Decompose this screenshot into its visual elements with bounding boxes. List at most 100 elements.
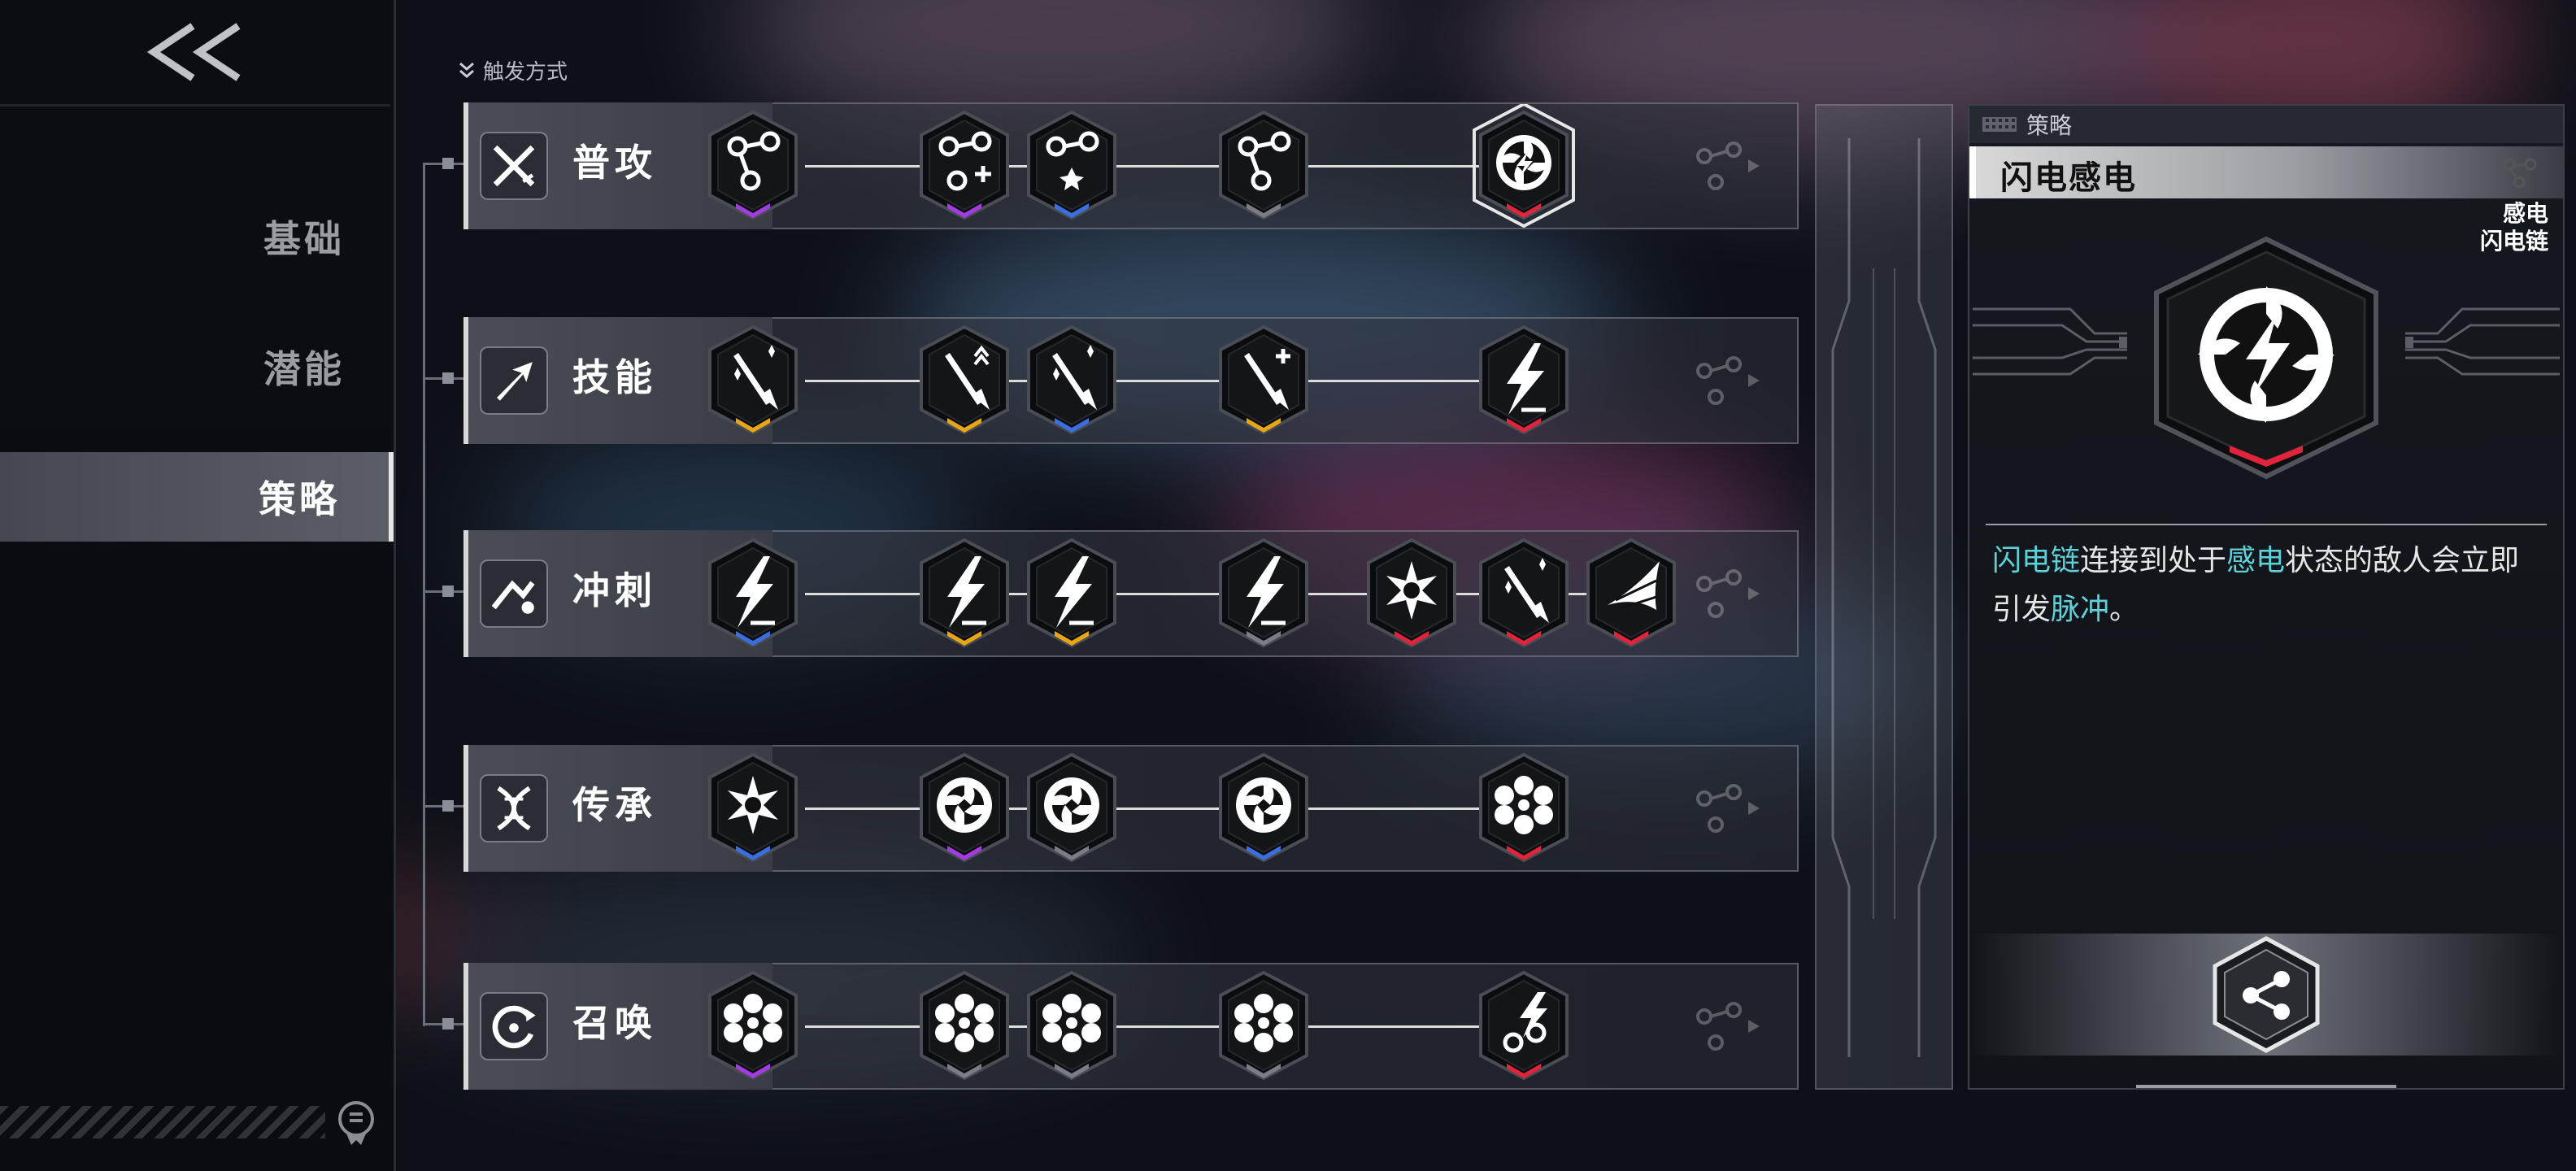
skill-node-flower-icon[interactable] xyxy=(1019,964,1125,1088)
tag-shock: 感电 xyxy=(2502,200,2548,227)
skill-node-flower-icon[interactable] xyxy=(1211,964,1316,1088)
center-divider-panel xyxy=(1815,104,1953,1090)
share-icon xyxy=(2243,971,2290,1020)
sidebar-item-potential[interactable]: 潜能 xyxy=(0,322,394,411)
skill-path-line xyxy=(805,1025,1545,1028)
skill-node-spear-up-icon[interactable] xyxy=(912,319,1017,442)
skill-row-5: 召唤 xyxy=(463,963,1799,1090)
skill-row-2: 技能 xyxy=(463,317,1799,444)
skill-node-swirl-icon[interactable] xyxy=(1019,747,1125,870)
sidebar: 基础 潜能 策略 xyxy=(0,0,396,1171)
divider xyxy=(2136,1085,2396,1088)
panel-header-title: 策略 xyxy=(2026,112,2073,139)
sidebar-item-label: 基础 xyxy=(263,217,345,261)
skill-node-flower-icon[interactable] xyxy=(1471,747,1577,870)
description-text: 状态的敌人会立即引发 xyxy=(1992,544,2520,626)
crossed-swords-icon xyxy=(480,132,548,200)
skill-tags: 感电 闪电链 xyxy=(2480,200,2548,255)
dash-runner-icon xyxy=(480,559,548,628)
skill-node-chain-icon[interactable] xyxy=(700,104,806,228)
panel-header: 策略 xyxy=(1969,106,2563,143)
row-category-label: 传承 xyxy=(572,783,657,827)
summon-circle-icon xyxy=(480,992,548,1060)
skill-node-bolt-icon[interactable] xyxy=(1019,532,1125,655)
skill-title-bar: 闪电感电 xyxy=(1969,146,2563,198)
skill-node-bolt-icon[interactable] xyxy=(1211,532,1316,655)
skill-path-line xyxy=(805,380,1545,382)
skill-node-wing-icon[interactable] xyxy=(1578,532,1684,655)
detail-panel: 策略 闪电感电 感电 闪电链 xyxy=(1968,104,2565,1090)
skill-node-bolt-icon[interactable] xyxy=(912,532,1017,655)
decorative-hatch xyxy=(0,1106,325,1138)
sidebar-item-strategy[interactable]: 策略 xyxy=(0,452,394,542)
share-button[interactable] xyxy=(2205,934,2327,1056)
tag-lightning-chain: 闪电链 xyxy=(2479,228,2548,255)
circuit-decoration-left xyxy=(1973,307,2127,376)
chain-node-icon xyxy=(2503,158,2537,189)
row-category-tab[interactable]: 冲刺 xyxy=(463,530,772,657)
row-category-label: 普攻 xyxy=(572,141,657,185)
divider xyxy=(1986,524,2547,525)
skill-node-swirl-icon[interactable] xyxy=(1211,747,1316,870)
skill-path-line xyxy=(805,165,1545,168)
skill-title: 闪电感电 xyxy=(2000,159,2137,197)
skill-path-line xyxy=(805,808,1545,810)
skill-node-chain-plus-icon[interactable] xyxy=(912,104,1017,228)
share-area xyxy=(1969,934,2563,1056)
circuit-decoration xyxy=(1831,138,1937,1057)
double-chevron-left-icon xyxy=(146,23,241,81)
divider xyxy=(0,104,390,107)
row-category-label: 召唤 xyxy=(572,1001,657,1045)
checker-icon xyxy=(1982,117,2017,132)
trigger-method-label: 触发方式 xyxy=(459,55,568,85)
skill-node-flower-icon[interactable] xyxy=(700,964,806,1088)
connector-line xyxy=(423,163,425,1026)
skill-row-4: 传承 xyxy=(463,745,1799,872)
connector-node xyxy=(442,586,454,597)
skill-node-burst-icon[interactable] xyxy=(1359,532,1464,655)
skill-node-shock-bolt-icon[interactable] xyxy=(1471,964,1577,1088)
connector-node xyxy=(442,800,454,812)
sidebar-item-basic[interactable]: 基础 xyxy=(0,192,394,281)
skill-row-1: 普攻 xyxy=(463,102,1799,229)
skill-node-flower-icon[interactable] xyxy=(912,964,1017,1088)
medal-icon xyxy=(338,1101,374,1145)
trigger-method-text: 触发方式 xyxy=(483,60,568,85)
locked-node-icon xyxy=(1696,356,1760,405)
skill-node-spear-icon[interactable] xyxy=(700,319,806,442)
description-text: 连接到处于 xyxy=(2080,544,2227,577)
keyword-shock: 感电 xyxy=(2226,544,2286,577)
skill-row-3: 冲刺 xyxy=(463,530,1799,657)
locked-node-icon xyxy=(1696,1002,1760,1051)
skill-node-shock-icon[interactable] xyxy=(1471,104,1577,228)
row-category-label: 冲刺 xyxy=(572,568,657,612)
sidebar-item-label: 潜能 xyxy=(263,347,345,391)
double-chevron-down-icon xyxy=(459,62,474,78)
skill-node-spear-plus-icon[interactable] xyxy=(1211,319,1316,442)
skill-node-spear-icon[interactable] xyxy=(1019,319,1125,442)
connector-node xyxy=(442,372,454,384)
skill-node-bolt-icon[interactable] xyxy=(1471,319,1577,442)
keyword-pulse: 脉冲 xyxy=(2051,593,2110,626)
back-button[interactable] xyxy=(0,0,390,104)
circuit-decoration-right xyxy=(2405,307,2560,376)
skill-node-chain-star-icon[interactable] xyxy=(1019,104,1125,228)
skill-node-swirl-icon[interactable] xyxy=(912,747,1017,870)
sidebar-item-label: 策略 xyxy=(259,477,340,521)
description-text: 。 xyxy=(2109,593,2139,626)
skill-node-bolt-icon[interactable] xyxy=(700,532,806,655)
connector-node xyxy=(442,158,454,169)
skill-node-burst-icon[interactable] xyxy=(700,747,806,870)
lightning-shock-skill-icon xyxy=(2154,236,2378,480)
row-category-label: 技能 xyxy=(572,355,657,399)
locked-node-icon xyxy=(1696,569,1760,618)
skill-node-chain-icon[interactable] xyxy=(1211,104,1316,228)
skill-description: 闪电链连接到处于感电状态的敌人会立即引发脉冲。 xyxy=(1992,537,2545,634)
locked-node-icon xyxy=(1696,141,1760,190)
row-category-tab[interactable]: 传承 xyxy=(463,745,772,872)
arrow-burst-icon xyxy=(480,346,548,415)
keyword-lightning-chain: 闪电链 xyxy=(1992,544,2081,577)
skill-node-spear-icon[interactable] xyxy=(1471,532,1577,655)
dna-helix-icon xyxy=(480,774,548,842)
locked-node-icon xyxy=(1696,784,1760,833)
